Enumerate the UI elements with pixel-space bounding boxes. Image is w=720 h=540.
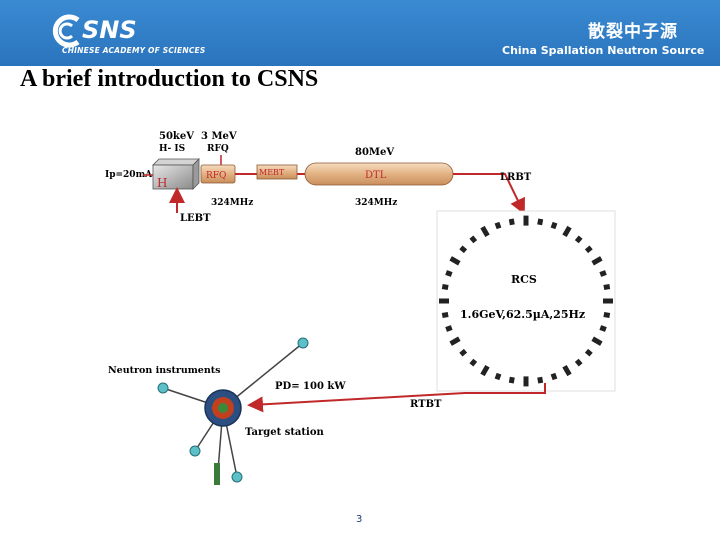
rcs-magnet [591,256,603,266]
rcs-magnet [603,312,611,318]
rcs-magnet [574,358,583,367]
rcs-magnet [508,218,515,226]
beam-power-label: PD= 100 kW [275,381,346,392]
rcs-magnet [584,245,593,254]
rtbt-label: RTBT [410,399,442,410]
rcs-magnet [449,336,461,346]
dtl-frequency-label: 324MHz [355,198,397,208]
dtl-box-label: DTL [365,170,387,181]
rcs-magnet [591,336,603,346]
slide-title: A brief introduction to CSNS [20,66,319,92]
header-background [0,0,720,66]
ion-source-label: H- IS [159,144,185,154]
rcs-magnet [441,284,449,290]
csns-layout-diagram: 50keV 3 MeV H- IS RFQ Ip=20mA H RFQ MEBT… [105,131,616,485]
target-station-icon [204,389,242,427]
rcs-magnet [584,348,593,357]
rcs-magnet [603,284,611,290]
source-energy-label: 50keV [159,131,194,142]
rcs-magnet [523,376,529,387]
mebt-box [256,164,298,180]
chinese-title: 散裂中子源 [588,22,678,42]
rcs-parameters: 1.6GeV,62.5µA,25Hz [460,308,585,321]
rcs-magnet [537,218,544,226]
rcs-magnet [550,221,558,230]
rfq-energy-label: 3 MeV [201,131,237,142]
rcs-magnet [494,221,502,230]
rcs-magnet [445,325,453,332]
rcs-magnet [508,376,515,384]
page-number: 3 [356,514,363,525]
rcs-magnet [459,245,468,254]
current-label: Ip=20mA [105,170,153,180]
lrbt-line [453,173,525,215]
rcs-panel [436,210,616,392]
csns-logo-icon [52,14,80,48]
rfq-box-label: RFQ [206,171,226,181]
rcs-magnet [562,365,572,377]
rcs-label: RCS [511,273,537,286]
ion-source-block [152,158,200,190]
rcs-magnet [441,312,449,318]
rcs-magnet [469,358,478,367]
english-title: China Spallation Neutron Source [502,44,705,57]
rcs-magnet [459,348,468,357]
rcs-magnet [480,225,490,237]
header-bar: SNS CHINESE ACADEMY OF SCIENCES 散裂中子源 Ch… [0,0,720,66]
rcs-magnet [599,325,607,332]
rcs-magnet [494,372,502,381]
rcs-magnet [469,235,478,244]
rcs-magnet [445,270,453,277]
rtbt-line [247,383,546,413]
rcs-magnet [449,256,461,266]
rcs-magnet [480,365,490,377]
mebt-label: MEBT [259,168,285,177]
h-minus-label: H [157,176,167,190]
rcs-magnet [562,225,572,237]
target-station-label: Target station [245,427,325,438]
logo-text: SNS [82,16,137,44]
rcs-magnet [439,298,449,304]
rcs-magnet [574,235,583,244]
dtl-energy-label: 80MeV [355,147,394,158]
rcs-magnet [603,298,613,304]
lrbt-label: LRBT [500,172,532,183]
rcs-magnet [537,376,544,384]
rcs-magnet [523,215,529,226]
rcs-ring [439,215,613,387]
lebt-label: LEBT [180,213,211,224]
rfq-top-label: RFQ [207,144,229,154]
neutron-instruments-label: Neutron instruments [108,365,220,376]
rcs-magnet [550,372,558,381]
rcs-magnet [599,270,607,277]
rfq-frequency-label: 324MHz [211,198,253,208]
logo-subtitle: CHINESE ACADEMY OF SCIENCES [62,46,206,55]
